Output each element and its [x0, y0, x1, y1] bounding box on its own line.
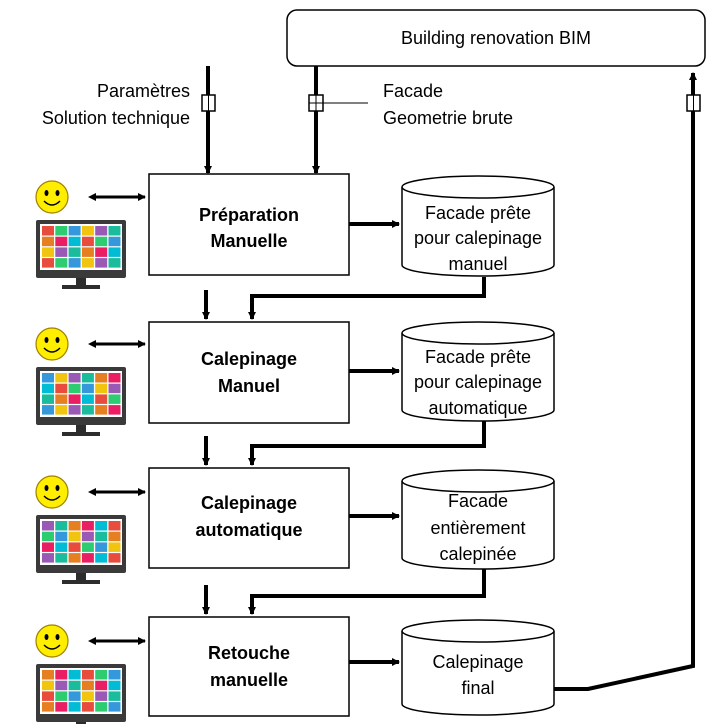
- title-box-label: Building renovation BIM: [401, 28, 591, 48]
- store-label: Facade prête: [425, 347, 531, 367]
- step-retouche: Retouche manuelle: [148, 616, 350, 717]
- store-facade-prete-auto: Facade prête pour calepinage automatique: [401, 321, 555, 422]
- arrow-final-to-bim: [554, 72, 697, 691]
- port-icon: [201, 94, 216, 112]
- store-label: Calepinage: [432, 652, 523, 672]
- monitor-icon: [36, 220, 126, 289]
- input-label-solution: Solution technique: [42, 108, 190, 128]
- step-label: Retouche: [208, 643, 290, 663]
- store-label: automatique: [428, 398, 527, 418]
- step-preparation: Préparation Manuelle: [148, 173, 350, 276]
- step-label: Manuel: [218, 376, 280, 396]
- smiley-icon: [35, 180, 69, 214]
- step-label: automatique: [195, 520, 302, 540]
- arrow-store-to-step: [248, 569, 486, 615]
- monitor-icon: [36, 515, 126, 584]
- step-label: Préparation: [199, 205, 299, 225]
- store-label: pour calepinage: [414, 372, 542, 392]
- store-label: pour calepinage: [414, 228, 542, 248]
- step-calepinage-manuel: Calepinage Manuel: [148, 321, 350, 424]
- smiley-icon: [35, 327, 69, 361]
- store-facade-prete-manuel: Facade prête pour calepinage manuel: [401, 175, 555, 277]
- port-icon: [308, 94, 324, 112]
- monitor-icon: [36, 367, 126, 436]
- arrow-store-to-step: [248, 277, 486, 320]
- store-label: Facade prête: [425, 203, 531, 223]
- store-label: manuel: [448, 254, 507, 274]
- store-label: final: [461, 678, 494, 698]
- store-facade-entierement: Facade entièrement calepinée: [401, 469, 555, 570]
- input-label-facade: Facade: [383, 81, 443, 101]
- monitor-icon: [36, 664, 126, 724]
- port-icon: [686, 94, 701, 112]
- step-label: Calepinage: [201, 349, 297, 369]
- step-calepinage-automatique: Calepinage automatique: [148, 467, 350, 569]
- smiley-icon: [35, 624, 69, 658]
- store-label: calepinée: [439, 544, 516, 564]
- store-calepinage-final: Calepinage final: [401, 619, 555, 716]
- arrow-store-to-step: [248, 421, 486, 466]
- input-label-geometrie: Geometrie brute: [383, 108, 513, 128]
- step-label: manuelle: [210, 670, 288, 690]
- store-label: entièrement: [430, 518, 525, 538]
- title-box: [286, 9, 706, 67]
- store-label: Facade: [448, 491, 508, 511]
- input-label-parametres: Paramètres: [97, 81, 190, 101]
- smiley-icon: [35, 475, 69, 509]
- step-label: Manuelle: [210, 231, 287, 251]
- step-label: Calepinage: [201, 493, 297, 513]
